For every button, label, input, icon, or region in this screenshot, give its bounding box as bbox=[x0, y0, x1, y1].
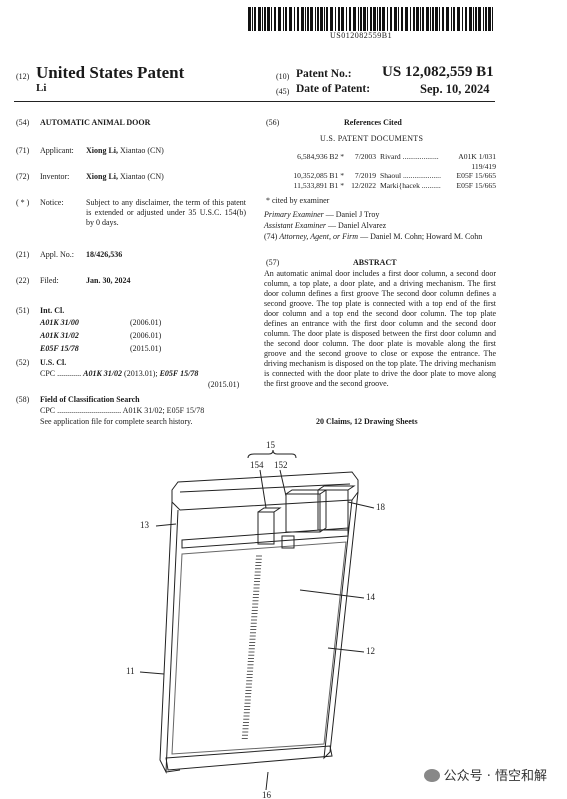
assistant-examiner: — Daniel Alvarez bbox=[328, 221, 387, 230]
cpc-class: A01K 31/02 bbox=[83, 369, 123, 378]
cpc-class: E05F 15/78 bbox=[159, 369, 199, 378]
ref-number: 10,352,085 B1 * bbox=[293, 171, 344, 181]
ref-label-152: 152 bbox=[274, 460, 288, 470]
ref-label-15: 15 bbox=[266, 440, 276, 450]
field-search-cpc: CPC ................................ A01… bbox=[40, 406, 205, 415]
int-cl-year: (2006.01) bbox=[130, 318, 162, 327]
abstract-text: An automatic animal door includes a firs… bbox=[264, 269, 496, 388]
ref-label-14: 14 bbox=[366, 592, 376, 602]
attorney: — Daniel M. Cohn; Howard M. Cohn bbox=[360, 232, 483, 241]
patent-no-label: Patent No.: bbox=[296, 68, 352, 80]
int-cl-year: (2015.01) bbox=[130, 344, 162, 353]
ref-name: Marki{hacek .......... bbox=[380, 180, 441, 190]
barcode-number: US012082559B1 bbox=[330, 31, 393, 40]
ref-label-11: 11 bbox=[126, 666, 135, 676]
ref-label-12: 12 bbox=[366, 646, 375, 656]
inventor-name: Xiong Li, bbox=[86, 172, 119, 181]
ref-class: E05F 15/665 bbox=[456, 171, 496, 181]
int-cl-label: Int. Cl. bbox=[40, 306, 65, 315]
filed-label: Filed: bbox=[40, 276, 59, 285]
cpc-year: (2013.01); bbox=[124, 369, 158, 378]
cited-note: * cited by examiner bbox=[266, 196, 330, 205]
cpc-year: (2015.01) bbox=[208, 380, 240, 389]
patent-no-code: (10) bbox=[276, 72, 290, 81]
field-search-label: Field of Classification Search bbox=[40, 395, 140, 404]
field-code-74: (74) bbox=[264, 232, 278, 241]
us-documents-label: U.S. PATENT DOCUMENTS bbox=[320, 134, 424, 143]
us-cl-label: U.S. Cl. bbox=[40, 358, 67, 367]
references-label: References Cited bbox=[344, 118, 402, 127]
door-drawing-svg: 15 154 152 13 18 14 12 11 16 bbox=[126, 440, 386, 799]
int-cl-year: (2006.01) bbox=[130, 331, 162, 340]
appl-no: 18/426,536 bbox=[86, 250, 123, 259]
barcode bbox=[248, 7, 496, 31]
inventor-short: Li bbox=[36, 82, 47, 94]
ref-class: E05F 15/665 bbox=[456, 180, 496, 190]
field-code-21: (21) bbox=[16, 250, 30, 259]
notice-label: Notice: bbox=[40, 198, 64, 207]
reference-row: 10,352,085 B1 * 7/2019 Shaoul ..........… bbox=[282, 171, 496, 181]
inventor-location: Xiantao (CN) bbox=[120, 172, 164, 181]
field-code-72: (72) bbox=[16, 172, 30, 181]
patent-title: United States Patent bbox=[36, 63, 185, 82]
field-code-58: (58) bbox=[16, 395, 30, 404]
ref-label-154: 154 bbox=[250, 460, 264, 470]
attorney-label: Attorney, Agent, or Firm bbox=[279, 232, 359, 241]
primary-examiner: — Daniel J Troy bbox=[325, 210, 380, 219]
ref-class: A01K 1/031 bbox=[458, 152, 496, 161]
wechat-icon bbox=[423, 769, 440, 782]
field-code-52: (52) bbox=[16, 358, 30, 367]
ref-label-13: 13 bbox=[140, 520, 150, 530]
abstract-label: ABSTRACT bbox=[353, 258, 397, 267]
int-cl-class: A01K 31/02 bbox=[40, 331, 79, 340]
field-code-57: (57) bbox=[266, 258, 280, 267]
date-label: Date of Patent: bbox=[296, 83, 371, 95]
notice-code: ( * ) bbox=[16, 198, 30, 207]
reference-row: 6,584,936 B2 * 7/2003 Rivard ...........… bbox=[282, 152, 496, 162]
claims-count: 20 Claims, 12 Drawing Sheets bbox=[316, 417, 418, 426]
int-cl-class: E05F 15/78 bbox=[40, 344, 79, 353]
field-search-note: See application file for complete search… bbox=[40, 417, 193, 426]
notice-text: Subject to any disclaimer, the term of t… bbox=[86, 198, 246, 227]
patent-date: Sep. 10, 2024 bbox=[420, 82, 490, 96]
field-code-71: (71) bbox=[16, 146, 30, 155]
kind-code: (12) bbox=[16, 72, 30, 81]
field-code-54: (54) bbox=[16, 118, 30, 127]
patent-number: US 12,082,559 B1 bbox=[382, 64, 494, 80]
watermark: 公众号 · 悟空和解 bbox=[423, 765, 547, 784]
assistant-examiner-label: Assistant Examiner bbox=[264, 221, 326, 230]
reference-row: 11,533,891 B1 * 12/2022 Marki{hacek ....… bbox=[282, 181, 496, 191]
filed-date: Jan. 30, 2024 bbox=[86, 276, 131, 285]
date-code: (45) bbox=[276, 87, 290, 96]
patent-drawing: 15 154 152 13 18 14 12 11 16 bbox=[120, 440, 420, 799]
primary-examiner-label: Primary Examiner bbox=[264, 210, 324, 219]
references-table: 6,584,936 B2 * 7/2003 Rivard ...........… bbox=[282, 152, 496, 190]
ref-date: 7/2003 bbox=[354, 152, 376, 161]
ref-label-16: 16 bbox=[262, 790, 272, 799]
header-rule bbox=[14, 101, 495, 102]
ref-name: Rivard ................... bbox=[380, 152, 439, 161]
applicant-name: Xiong Li, bbox=[86, 146, 119, 155]
inventor-label: Inventor: bbox=[40, 172, 70, 181]
ref-class-secondary: 119/419 bbox=[471, 161, 496, 171]
int-cl-class: A01K 31/00 bbox=[40, 318, 79, 327]
cpc-label: CPC ............ bbox=[40, 369, 82, 378]
applicant-label: Applicant: bbox=[40, 146, 74, 155]
field-code-22: (22) bbox=[16, 276, 30, 285]
field-code-51: (51) bbox=[16, 306, 30, 315]
ref-number: 11,533,891 B1 * bbox=[293, 180, 344, 190]
invention-title: AUTOMATIC ANIMAL DOOR bbox=[40, 118, 151, 127]
ref-number: 6,584,936 B2 * bbox=[297, 152, 344, 161]
applicant-location: Xiantao (CN) bbox=[120, 146, 164, 155]
appl-no-label: Appl. No.: bbox=[40, 250, 74, 259]
ref-label-18: 18 bbox=[376, 502, 386, 512]
field-code-56: (56) bbox=[266, 118, 280, 127]
ref-date: 12/2022 bbox=[351, 180, 376, 190]
watermark-text: 公众号 · 悟空和解 bbox=[443, 769, 547, 784]
ref-name: Shaoul .................... bbox=[380, 171, 441, 181]
ref-date: 7/2019 bbox=[354, 171, 376, 181]
